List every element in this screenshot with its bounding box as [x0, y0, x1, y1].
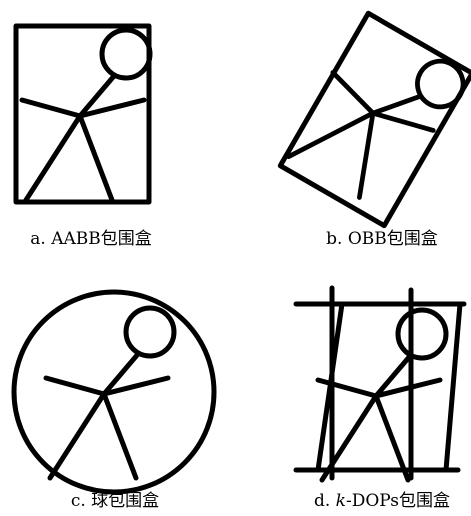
caption-b-prefix: b.: [326, 229, 348, 249]
kdop-right-slant: [446, 304, 460, 470]
stick-figure-c: [46, 308, 174, 478]
caption-c-prefix: c.: [71, 491, 91, 511]
panel-d-kdops: [296, 288, 464, 480]
obb-box: [280, 13, 471, 225]
caption-b: b. OBB包围盒: [302, 227, 462, 251]
caption-d-italic: k: [336, 491, 346, 511]
caption-d-prefix: d.: [314, 491, 336, 511]
caption-d: d. k-DOPs包围盒: [296, 489, 468, 513]
caption-d-text: -DOPs包围盒: [346, 491, 450, 511]
caption-a-prefix: a.: [30, 229, 51, 249]
panel-c-sphere: [14, 292, 214, 492]
caption-a: a. AABB包围盒: [6, 227, 176, 251]
stick-figure-a: [22, 30, 150, 200]
panel-a-aabb: [16, 26, 150, 202]
caption-c: c. 球包围盒: [50, 489, 180, 513]
panel-b-obb: [279, 13, 471, 226]
caption-b-text: OBB包围盒: [348, 229, 438, 249]
caption-c-text: 球包围盒: [91, 491, 159, 511]
caption-a-text: AABB包围盒: [51, 229, 152, 249]
